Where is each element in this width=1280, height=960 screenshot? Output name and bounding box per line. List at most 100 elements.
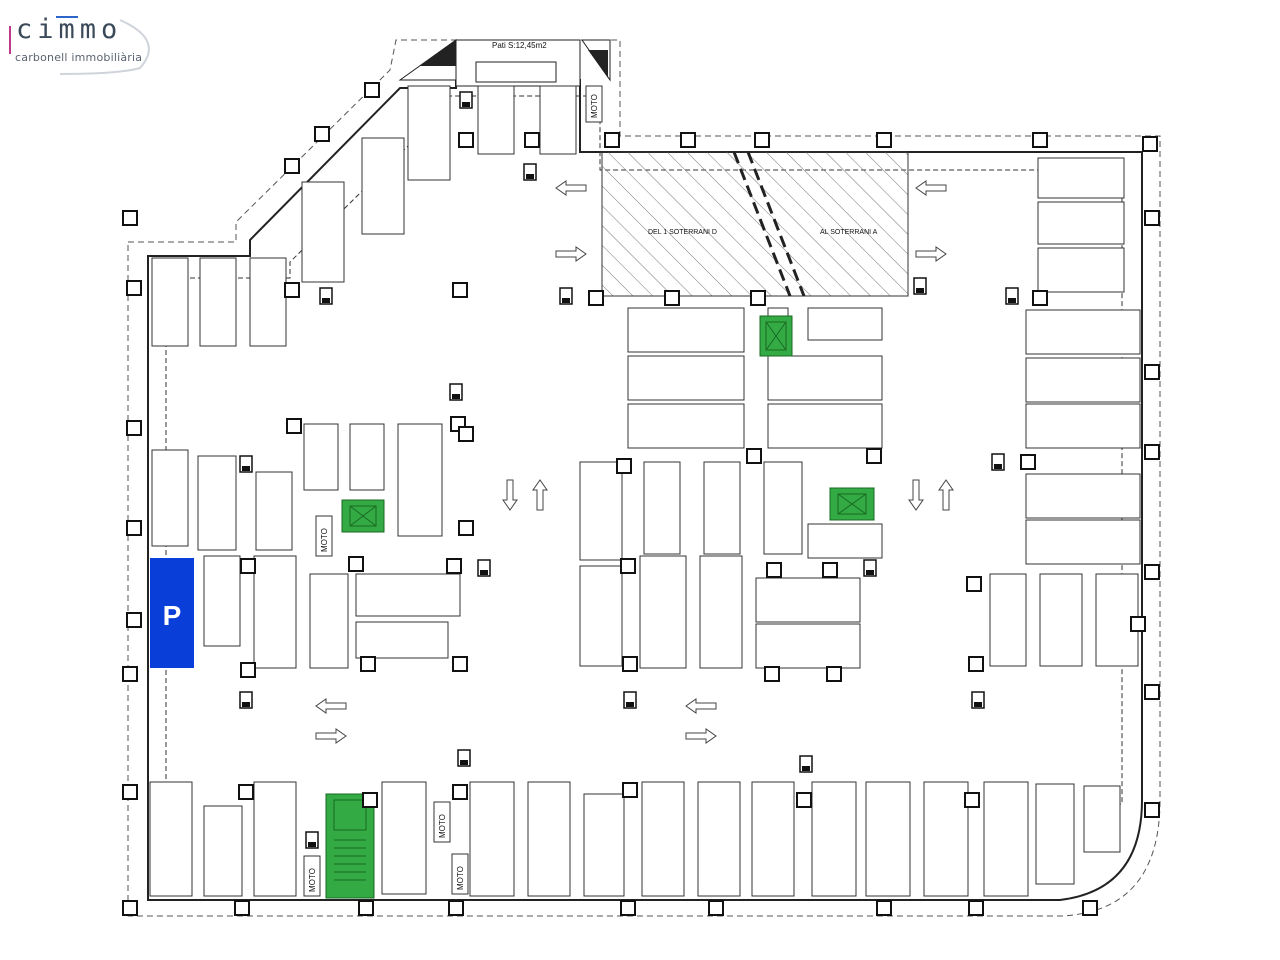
parking-space <box>1025 473 1141 519</box>
fire-extinguisher-icon <box>459 91 473 109</box>
fire-extinguisher-icon <box>239 691 253 709</box>
parking-space <box>527 781 571 897</box>
parking-space <box>477 85 515 155</box>
column-icon <box>766 562 782 578</box>
parking-space <box>807 307 883 341</box>
moto-label: MOTO <box>590 94 599 118</box>
parking-space <box>807 523 883 559</box>
column-icon <box>452 282 468 298</box>
arrow-icon <box>915 180 947 196</box>
column-icon <box>234 900 250 916</box>
parking-space <box>151 257 189 347</box>
parking-space-letter: P <box>163 600 182 631</box>
fire-extinguisher-icon <box>623 691 637 709</box>
column-icon <box>360 656 376 672</box>
column-icon <box>126 280 142 296</box>
parking-space <box>303 423 339 491</box>
column-icon <box>588 290 604 306</box>
column-icon <box>238 784 254 800</box>
column-icon <box>746 448 762 464</box>
parking-space <box>579 565 623 667</box>
column-icon <box>622 656 638 672</box>
parking-space <box>1039 573 1083 667</box>
arrow-icon <box>315 698 347 714</box>
column-icon <box>620 558 636 574</box>
parking-space <box>763 461 803 555</box>
parking-space <box>361 137 405 235</box>
parking-space <box>1025 519 1141 565</box>
parking-space <box>1025 403 1141 449</box>
column-icon <box>448 900 464 916</box>
arrow-icon <box>502 479 518 511</box>
parking-space <box>469 781 515 897</box>
column-icon <box>620 900 636 916</box>
company-logo: cimmo carbonell immobiliària <box>0 0 160 76</box>
parking-space <box>381 781 427 895</box>
arrow-icon <box>915 246 947 262</box>
fire-extinguisher-icon <box>305 831 319 849</box>
column-icon <box>122 784 138 800</box>
parking-space <box>755 623 861 669</box>
column-icon <box>1032 132 1048 148</box>
parking-space <box>203 555 241 647</box>
fire-extinguisher-icon <box>449 383 463 401</box>
parking-space <box>149 781 193 897</box>
column-icon <box>664 290 680 306</box>
parking-space <box>767 403 883 449</box>
ramp-down-label: DEL 1 SOTERRANI D <box>648 229 717 236</box>
arrow-icon <box>908 479 924 511</box>
column-icon <box>126 520 142 536</box>
column-icon <box>866 448 882 464</box>
parking-space <box>767 355 883 401</box>
column-icon <box>822 562 838 578</box>
parking-space <box>627 307 745 353</box>
moto-labels: MOTO MOTO MOTO MOTO MOTO <box>303 85 603 897</box>
column-icon <box>1144 364 1160 380</box>
column-icon <box>750 290 766 306</box>
column-icon <box>348 556 364 572</box>
parking-space <box>811 781 857 897</box>
column-icon <box>1082 900 1098 916</box>
column-icon <box>122 666 138 682</box>
column-icon <box>796 792 812 808</box>
column-icon <box>1142 136 1158 152</box>
parking-space <box>989 573 1027 667</box>
column-icon <box>1144 210 1160 226</box>
fire-extinguisher-icon <box>477 559 491 577</box>
column-icon <box>968 900 984 916</box>
column-icon <box>616 458 632 474</box>
column-icon <box>968 656 984 672</box>
parking-space <box>539 85 577 155</box>
parking-space <box>1025 309 1141 355</box>
parking-space <box>355 621 449 659</box>
parking-space <box>751 781 795 897</box>
column-icon <box>1144 684 1160 700</box>
parking-space <box>255 471 293 551</box>
column-icon <box>126 612 142 628</box>
parking-space <box>639 555 687 669</box>
moto-label: MOTO <box>320 528 329 552</box>
column-icon <box>764 666 780 682</box>
arrow-icon <box>555 246 587 262</box>
stairwell <box>325 793 375 899</box>
column-icon <box>604 132 620 148</box>
arrow-icon <box>685 698 717 714</box>
parking-space <box>1037 201 1125 245</box>
column-icon <box>358 900 374 916</box>
parking-space <box>865 781 911 897</box>
highlighted-parking-space[interactable]: P <box>150 558 194 668</box>
parking-space <box>355 573 461 617</box>
parking-space <box>151 449 189 547</box>
column-icon <box>876 132 892 148</box>
lift-core-2 <box>341 499 385 533</box>
column-icon <box>452 784 468 800</box>
moto-label: MOTO <box>308 868 317 892</box>
parking-space <box>197 455 237 551</box>
column-icon <box>964 792 980 808</box>
parking-space <box>249 257 287 347</box>
column-icon <box>452 656 468 672</box>
column-icon <box>966 576 982 592</box>
fire-extinguisher-icon <box>863 559 877 577</box>
fire-extinguisher-icon <box>239 455 253 473</box>
